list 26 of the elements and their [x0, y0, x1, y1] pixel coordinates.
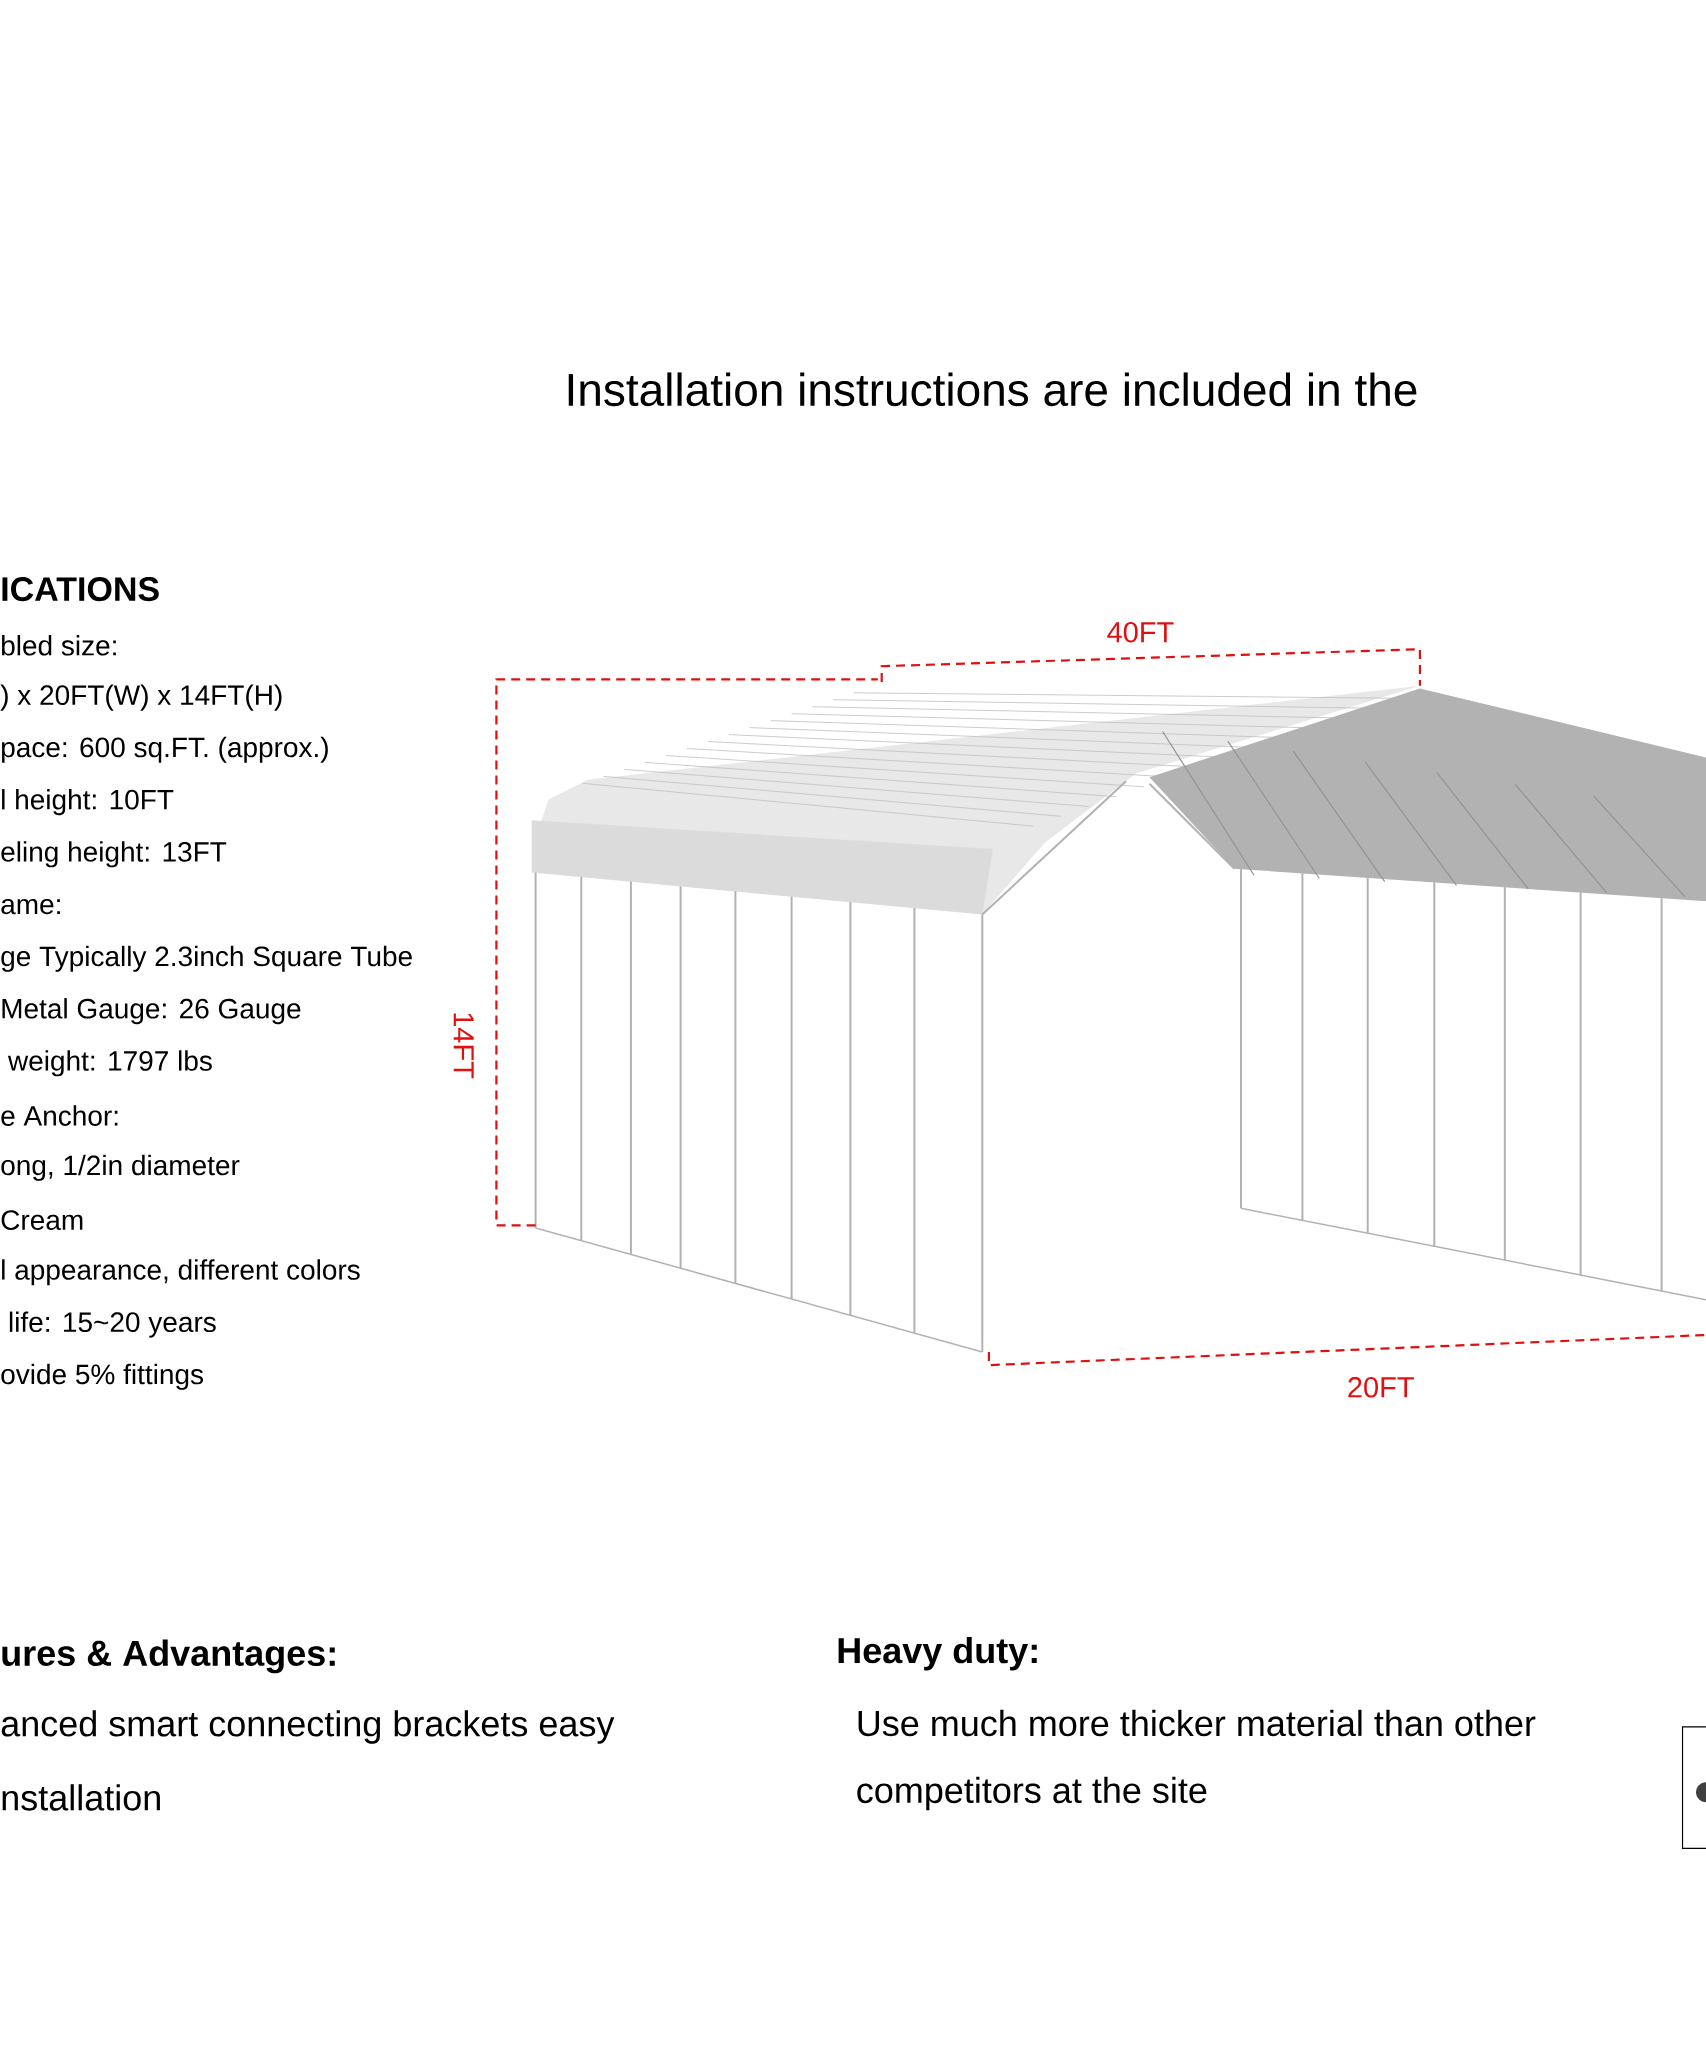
section-heading: ures & Advantages:	[2, 1639, 335, 1674]
spec-text: Cream	[1, 1210, 83, 1230]
spec-text: pace: 600 sq.FT. (approx.)	[2, 736, 328, 763]
feature-text: nstallation	[2, 1784, 160, 1811]
spec-text: bled size:	[2, 635, 116, 656]
dimension-label: 20FT	[1348, 1377, 1414, 1398]
spec-text: life: 15~20 years	[9, 1311, 216, 1338]
spec-text: ong, 1/2in diameter	[1, 1154, 240, 1181]
title: Installation instructions are included in the	[568, 372, 1417, 407]
section-heading: Heavy duty:	[838, 1636, 1037, 1671]
dimension-label: 14FT	[453, 1013, 474, 1079]
feature-text: competitors at the site	[857, 1776, 1207, 1811]
spec-text: ) x 20FT(W) x 14FT(H)	[0, 684, 282, 711]
dimension-label: 40FT	[1107, 621, 1174, 643]
spec-text: l appearance, different colors	[2, 1259, 360, 1286]
spec-text: eling height: 13FT	[1, 841, 227, 868]
feature-text: Use much more thicker material than other	[858, 1709, 1536, 1737]
spec-text: weight: 1797 lbs	[7, 1050, 212, 1077]
section-heading: ICATIONS	[2, 577, 159, 602]
spec-text: ovide 5% fittings	[1, 1363, 204, 1390]
feature-text: anced smart connecting brackets easy	[1, 1710, 615, 1744]
spec-text: Metal Gauge: 26 Gauge	[2, 998, 301, 1025]
spec-text: ame:	[1, 898, 60, 915]
spec-text: ge Typically 2.3inch Square Tube	[1, 945, 412, 972]
spec-text: e Anchor:	[1, 1105, 118, 1126]
spec-text: l height: 10FT	[2, 789, 174, 816]
